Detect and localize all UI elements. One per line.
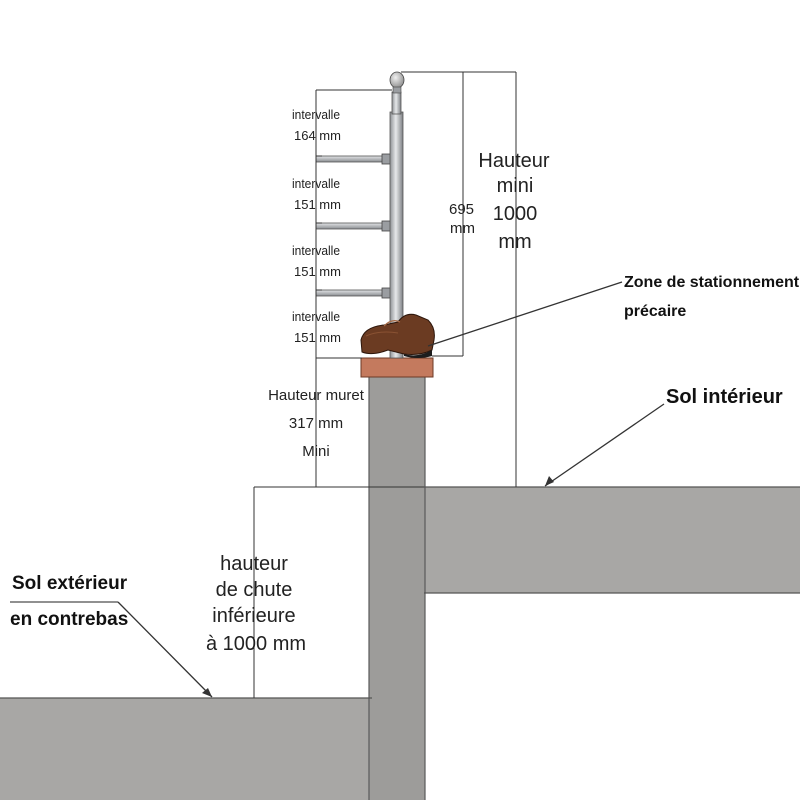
shoe-icon: [360, 313, 435, 358]
hauteur-mini-line1: Hauteur: [478, 150, 549, 172]
railing-bar-1: [315, 155, 391, 163]
interval-1-word: intervalle: [292, 107, 340, 122]
exterior-ground: [0, 698, 372, 800]
muret-line2: 317 mm: [289, 415, 343, 432]
muret-line3: Mini: [302, 443, 330, 460]
hauteur-mini-line4: mm: [498, 231, 531, 253]
interior-floor-slab: [424, 487, 800, 593]
hauteur-mini-line2: mini: [497, 175, 534, 197]
interval-1-value: 164 mm: [294, 128, 341, 143]
interval-4-value: 151 mm: [294, 330, 341, 345]
railing-bar-2: [315, 222, 391, 230]
interval-2-word: intervalle: [292, 176, 340, 191]
chute-line1: hauteur: [220, 553, 288, 575]
post-finial: [389, 71, 405, 89]
chute-line4: à 1000 mm: [206, 633, 306, 655]
zone-label-line2: précaire: [624, 303, 686, 320]
sol-exterieur-line1: Sol extérieur: [12, 573, 128, 594]
railing-bar-3: [315, 289, 391, 297]
interval-2-value: 151 mm: [294, 197, 341, 212]
low-wall: [369, 376, 425, 800]
dim-695-value: 695: [449, 201, 474, 218]
zone-label-line1: Zone de stationnement: [624, 274, 800, 291]
muret-line1: Hauteur muret: [268, 387, 365, 404]
sol-interieur-label: Sol intérieur: [666, 386, 783, 408]
interval-3-value: 151 mm: [294, 264, 341, 279]
sol-exterieur-line2: en contrebas: [10, 609, 128, 630]
hauteur-mini-line3: 1000: [493, 203, 538, 225]
dim-695-unit: mm: [450, 220, 475, 237]
interval-3-word: intervalle: [292, 243, 340, 258]
chute-line2: de chute: [216, 579, 293, 601]
chute-line3: inférieure: [212, 605, 295, 627]
wall-cap: [360, 357, 434, 378]
interval-4-word: intervalle: [292, 309, 340, 324]
